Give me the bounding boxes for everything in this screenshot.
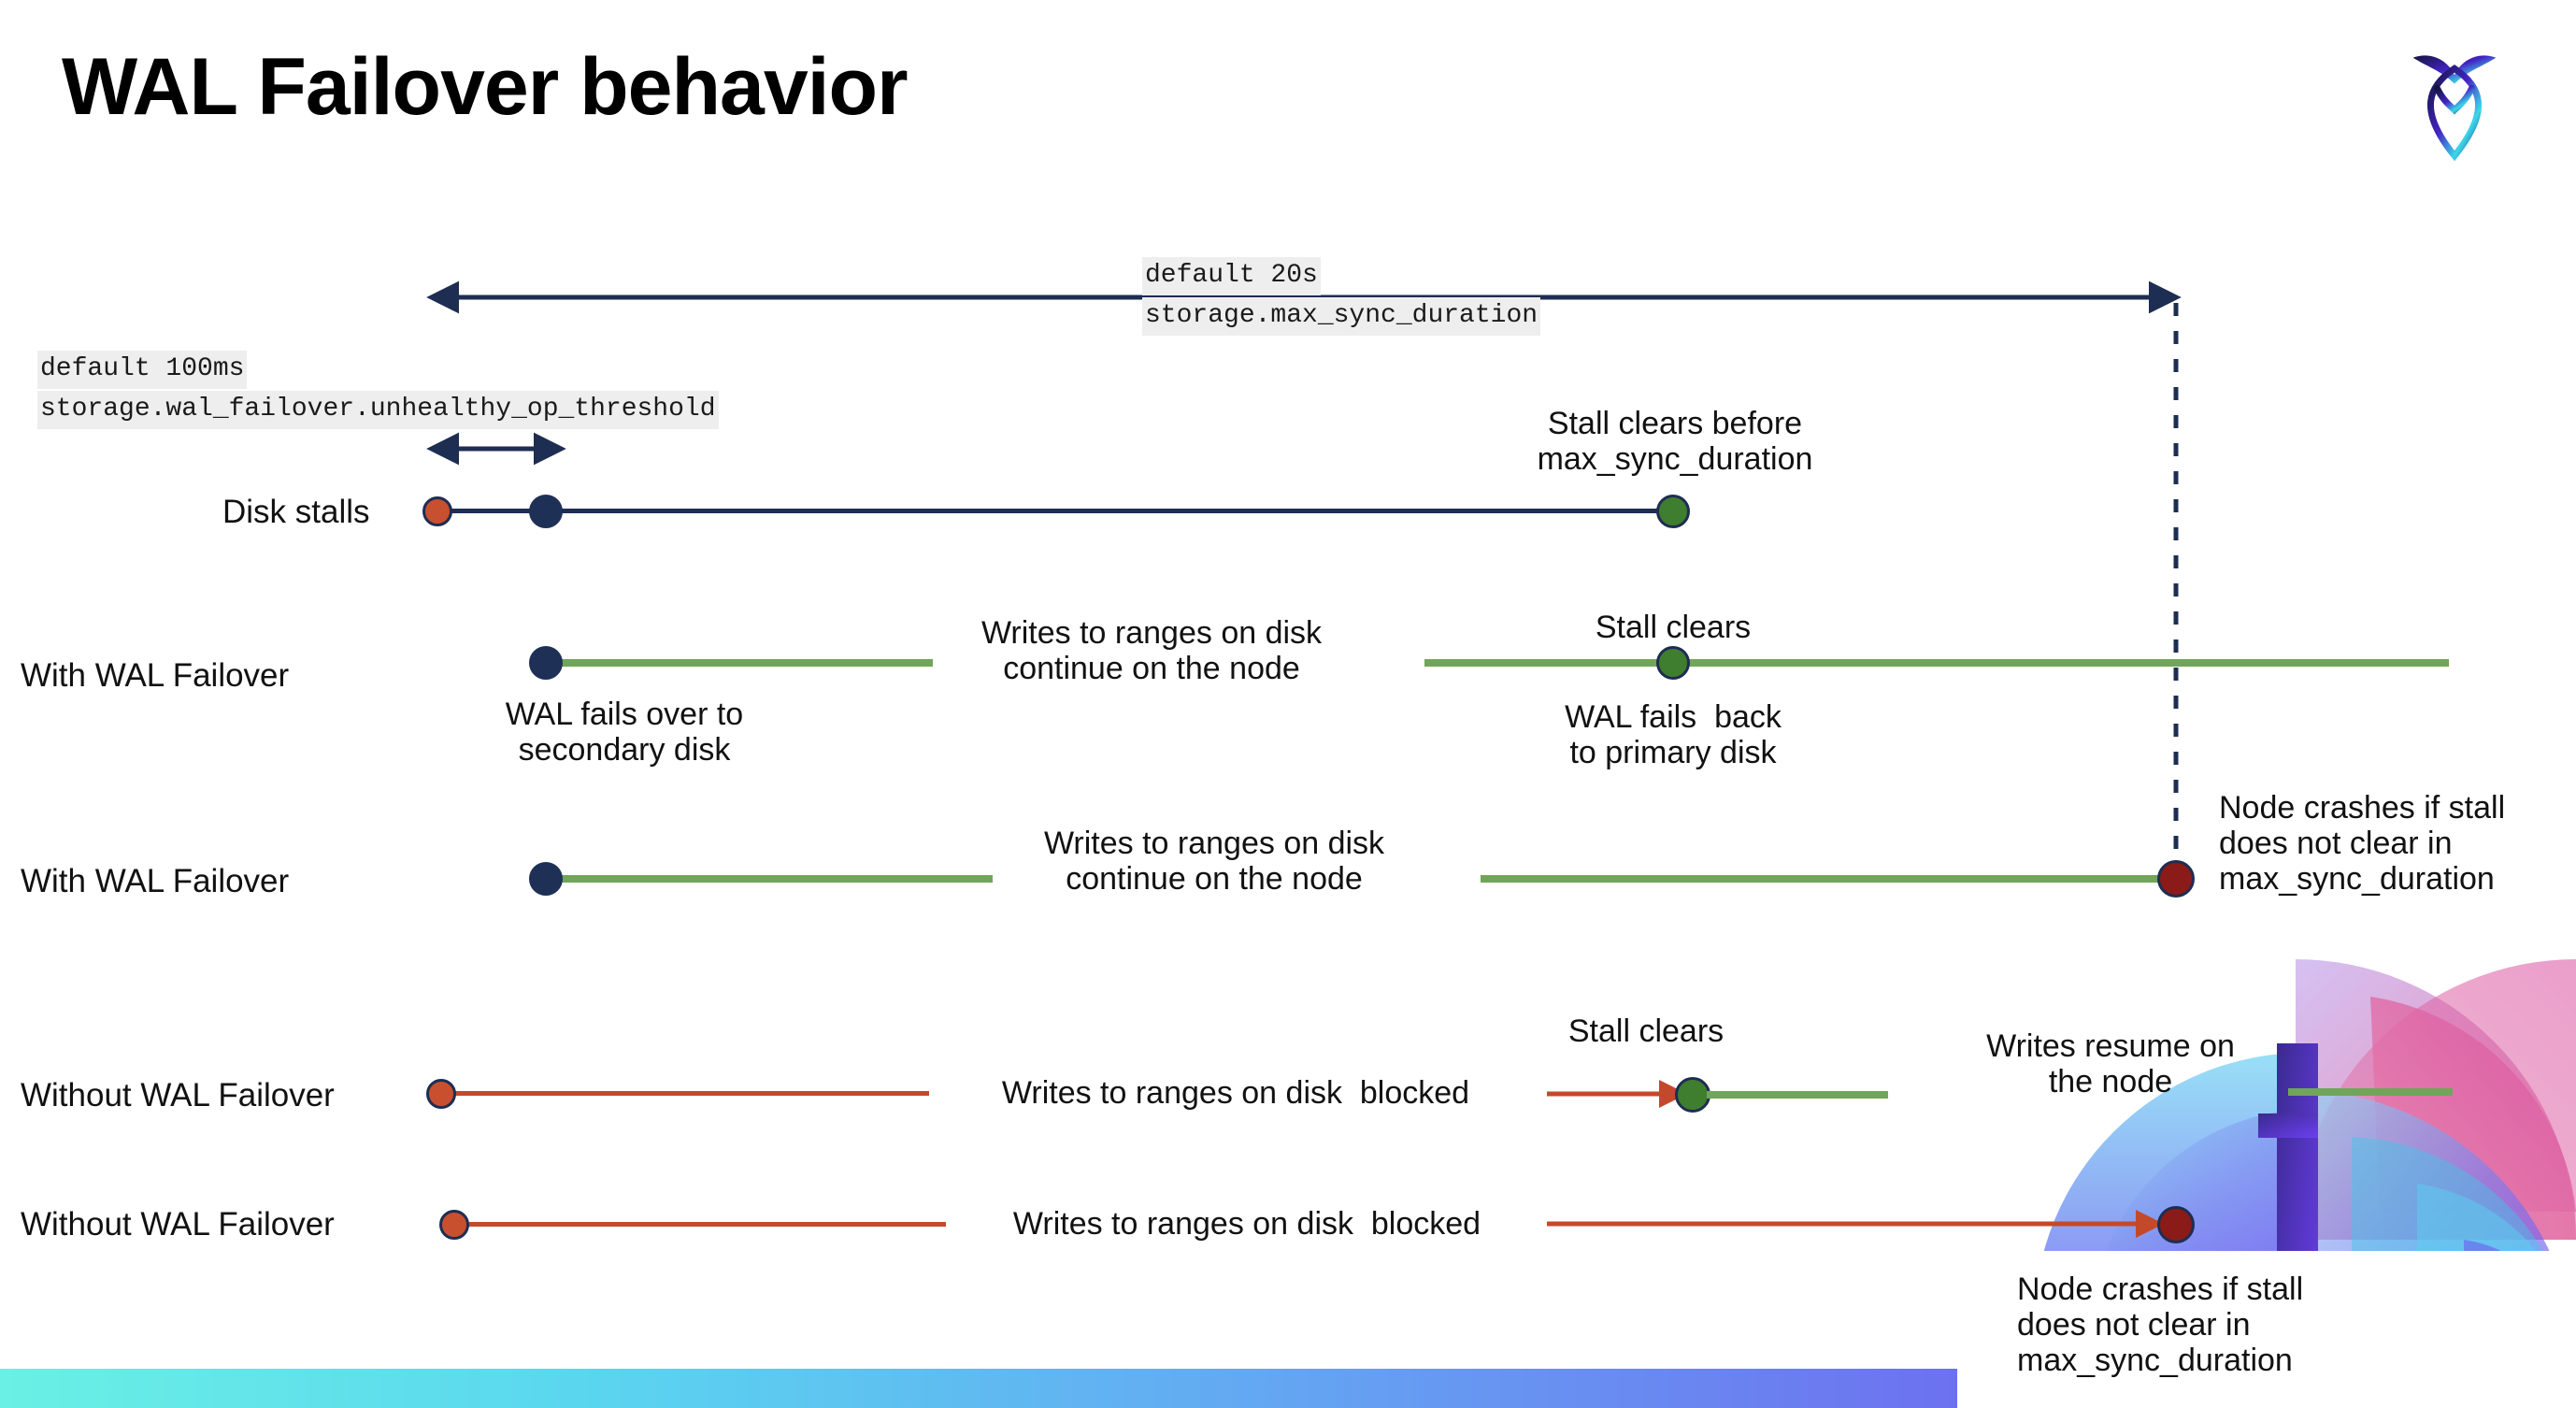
note-wal-fails-over: WAL fails over to secondary disk xyxy=(505,697,744,769)
row5-start-dot xyxy=(439,1210,469,1240)
row5-red-segment-left xyxy=(464,1222,946,1227)
max-sync-duration-setting-label: storage.max_sync_duration xyxy=(1142,297,1541,336)
row4-red-segment-left xyxy=(449,1091,929,1096)
row3-green-segment-left xyxy=(548,875,993,883)
note-writes-continue-1: Writes to ranges on disk continue on the… xyxy=(980,615,1323,687)
row-label-without-wal-failover-2: Without WAL Failover xyxy=(21,1206,335,1243)
disk-stalls-start-dot xyxy=(422,496,452,526)
note-node-crashes-2: Node crashes if stall does not clear in … xyxy=(2017,1272,2304,1379)
row3-failover-dot xyxy=(529,862,563,896)
note-writes-blocked-1: Writes to ranges on disk blocked xyxy=(1001,1075,1470,1111)
note-wal-fails-back: WAL fails back to primary disk xyxy=(1565,699,1782,771)
node-crash-note-panel xyxy=(1957,1251,2576,1408)
row4-start-dot xyxy=(426,1079,456,1109)
row-label-disk-stalls: Disk stalls xyxy=(222,494,370,530)
page-title: WAL Failover behavior xyxy=(62,42,909,132)
row-label-without-wal-failover-1: Without WAL Failover xyxy=(21,1077,335,1113)
row2-green-segment-left xyxy=(548,659,933,667)
row3-node-crash-dot xyxy=(2157,860,2195,898)
disk-stalls-clear-dot xyxy=(1656,495,1690,528)
note-writes-blocked-2: Writes to ranges on disk blocked xyxy=(1012,1206,1481,1242)
row5-node-crash-dot xyxy=(2157,1206,2195,1243)
unhealthy-op-threshold-default-label: default 100ms xyxy=(37,351,248,389)
disk-stalls-line xyxy=(437,509,1677,513)
cockroachdb-logo-icon xyxy=(2412,55,2497,162)
unhealthy-op-threshold-setting-label: storage.wal_failover.unhealthy_op_thresh… xyxy=(37,391,719,429)
row3-green-segment-right xyxy=(1481,875,2167,883)
row2-failover-dot xyxy=(529,646,563,680)
disk-stalls-failover-dot xyxy=(529,495,563,528)
note-node-crashes-1: Node crashes if stall does not clear in … xyxy=(2219,790,2506,898)
note-writes-resume: Writes resume on the node xyxy=(1986,1028,2235,1100)
row4-stall-clear-dot xyxy=(1675,1077,1710,1113)
row4-green-segment-mid xyxy=(1707,1091,1888,1099)
note-stall-clears-1: Stall clears xyxy=(1595,610,1752,645)
row4-green-segment-right xyxy=(2288,1088,2453,1096)
note-stall-clears-2: Stall clears xyxy=(1567,1013,1724,1049)
row2-stall-clear-dot xyxy=(1656,646,1690,680)
note-stall-clears-before: Stall clears before max_sync_duration xyxy=(1537,406,1813,478)
note-writes-continue-2: Writes to ranges on disk continue on the… xyxy=(1043,826,1385,898)
row2-green-segment-right xyxy=(1424,659,2449,667)
row-label-with-wal-failover-2: With WAL Failover xyxy=(21,863,290,899)
row-label-with-wal-failover-1: With WAL Failover xyxy=(21,657,290,694)
max-sync-duration-default-label: default 20s xyxy=(1142,257,1321,295)
